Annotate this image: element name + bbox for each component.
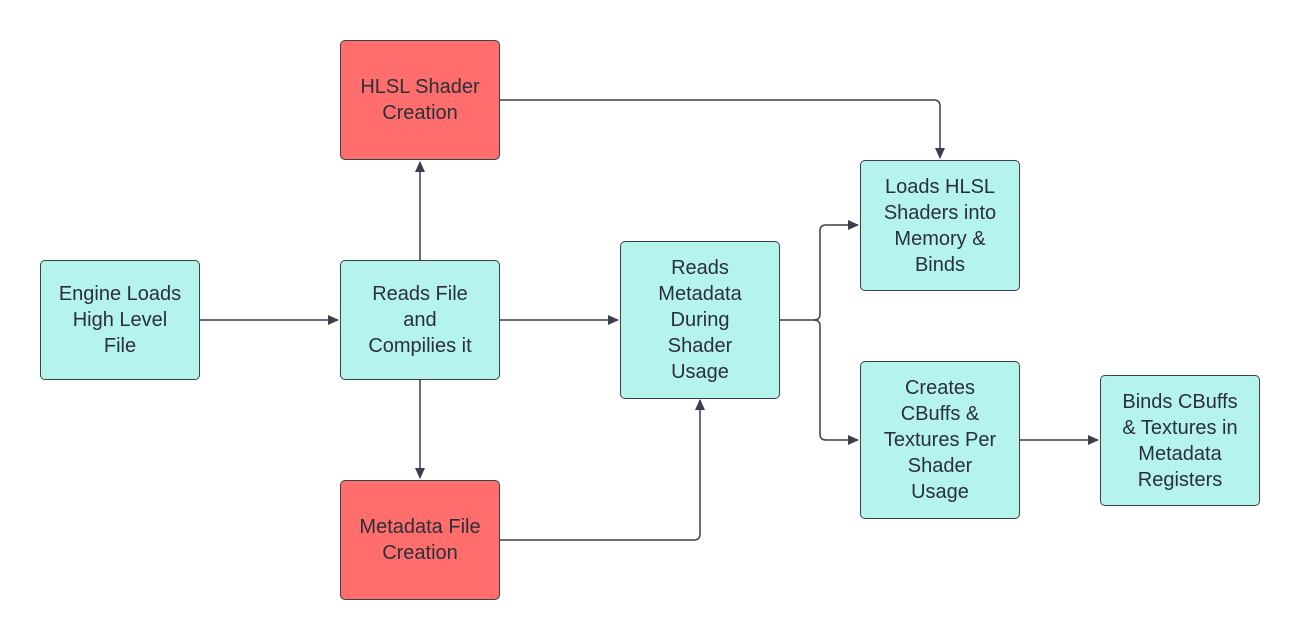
arrow-reads-metadata-to-creates-cbuffs xyxy=(813,319,859,445)
node-metadata-file-creation: Metadata File Creation xyxy=(340,480,500,600)
node-engine-loads-high-level-file: Engine Loads High Level File xyxy=(40,260,200,380)
node-hlsl-shader-creation: HLSL Shader Creation xyxy=(340,40,500,160)
arrow-metadata-creation-to-reads-metadata xyxy=(500,399,705,541)
node-creates-cbuffs-and-textures: Creates CBuffs & Textures Per Shader Usa… xyxy=(860,361,1020,519)
arrow-reads-metadata-to-loads-hlsl xyxy=(780,220,859,321)
node-loads-hlsl-shaders-into-memory: Loads HLSL Shaders into Memory & Binds xyxy=(860,160,1020,291)
node-binds-cbuffs-and-textures: Binds CBuffs & Textures in Metadata Regi… xyxy=(1100,375,1260,506)
node-reads-file-and-compiles: Reads File and Compilies it xyxy=(340,260,500,380)
arrow-hlsl-creation-to-loads-hlsl xyxy=(500,99,945,159)
node-reads-metadata-during-shader-usage: Reads Metadata During Shader Usage xyxy=(620,241,780,399)
